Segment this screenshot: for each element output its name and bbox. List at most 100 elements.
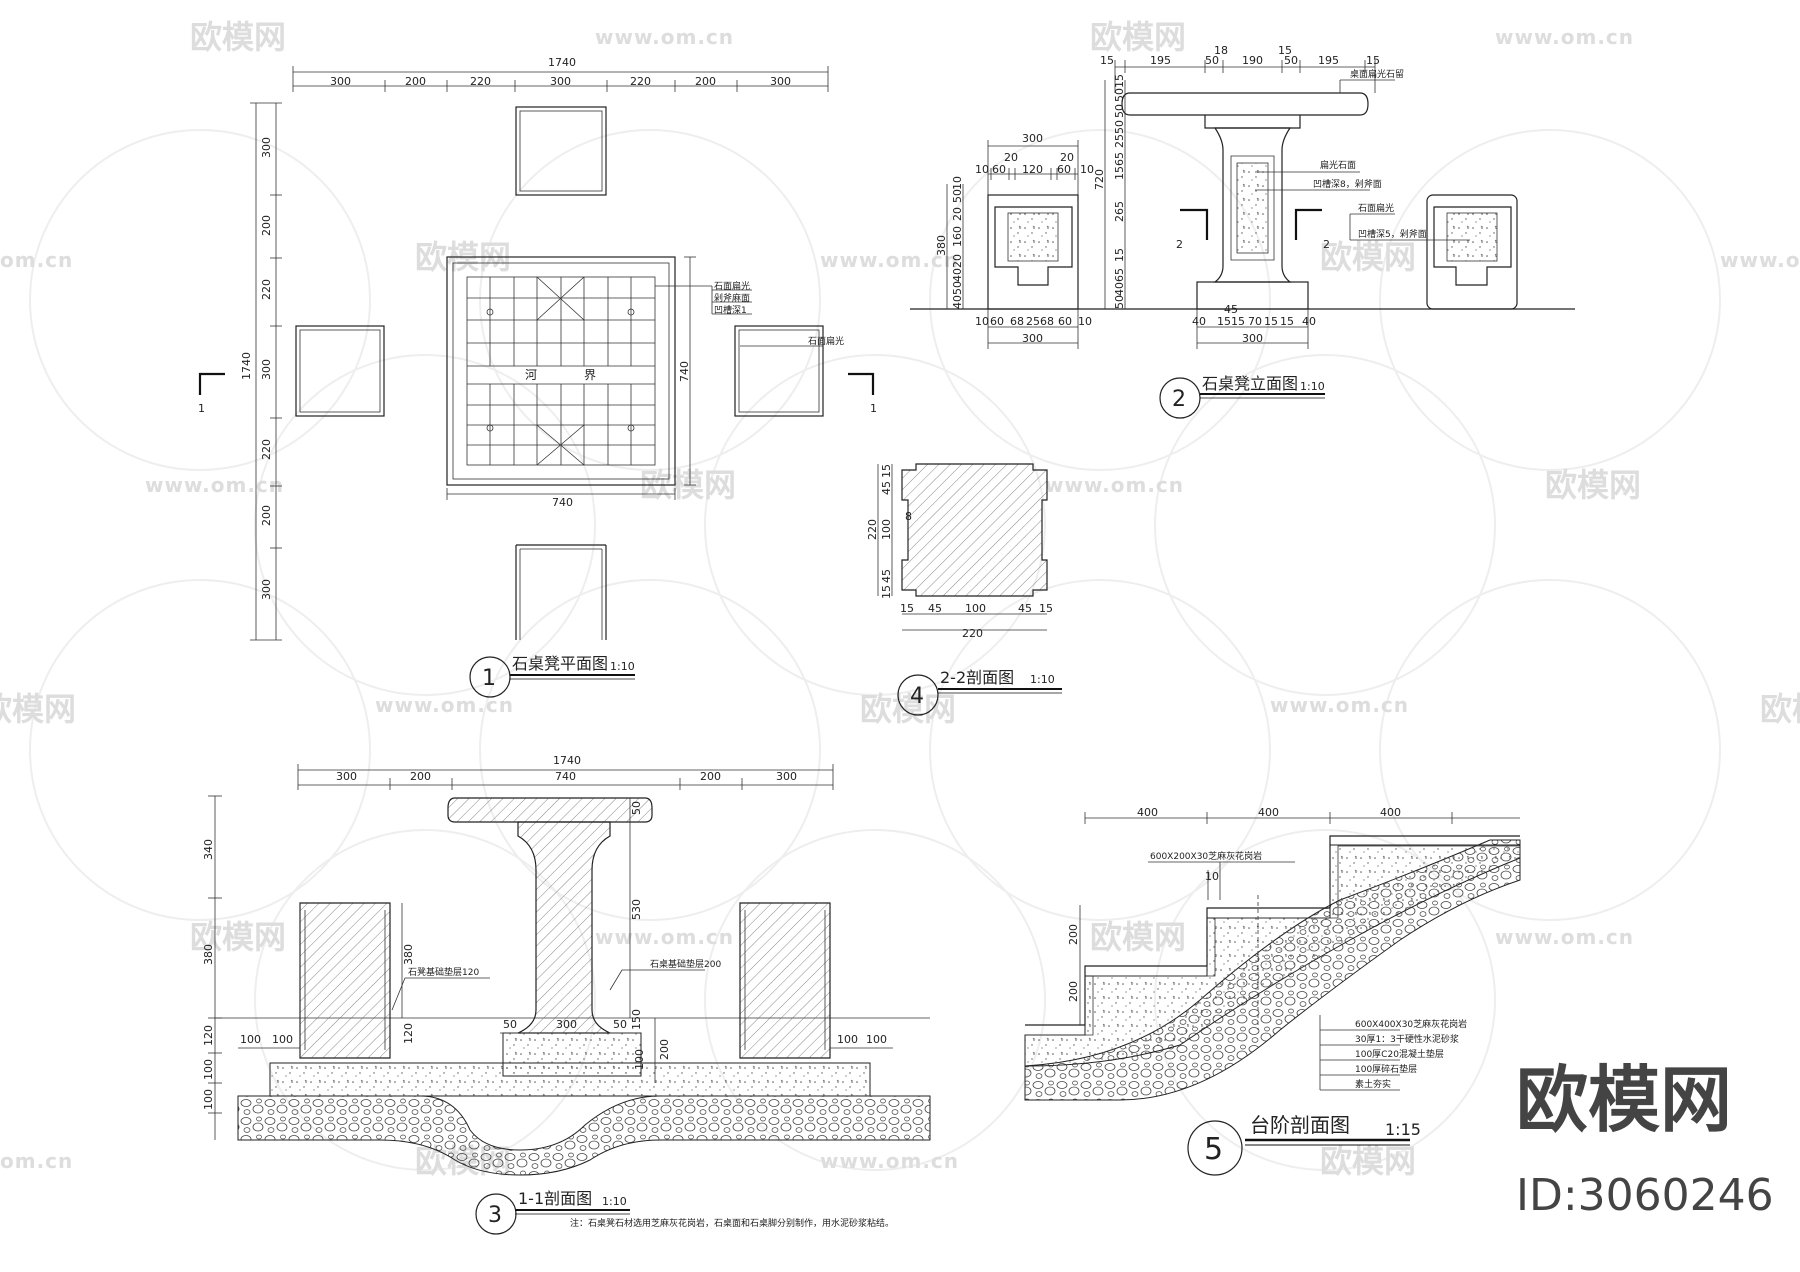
dim-label: 120 <box>202 1025 215 1046</box>
leader-label: 凹槽深8，剁斧面 <box>1313 178 1382 190</box>
river-label-left: 河 <box>525 368 537 382</box>
dim-label: 18 <box>1214 44 1228 57</box>
dim-label: 160 <box>951 226 964 247</box>
watermark-url: www.om.cn <box>820 1149 959 1173</box>
watermark-url: www.om.cn <box>595 925 734 949</box>
step-profile <box>1025 835 1520 1026</box>
dim-label: 40 <box>951 268 964 282</box>
dim-label: 120 <box>402 1023 415 1044</box>
view-number-circle <box>1187 1120 1243 1176</box>
layer-label: 600X400X30芝麻灰花岗岩 <box>1355 1018 1467 1030</box>
dim-label: 380 <box>402 944 415 965</box>
dim-label: 50 <box>613 1018 627 1031</box>
section-2-2-view: 220 15 45 100 45 15 8 15 45 100 45 15 22… <box>866 463 1062 716</box>
dim-label: 15 <box>1278 44 1292 57</box>
dim-label: 100 <box>272 1033 293 1046</box>
view-title-2: 2 石桌凳立面图 1:10 <box>1159 374 1325 419</box>
dim-label: 45 <box>1224 303 1238 316</box>
watermark-brand: 欧模网 <box>0 690 76 728</box>
view-number-circle <box>469 656 511 698</box>
dim-label: 10 <box>1078 315 1092 328</box>
watermark-url: www.om.cn <box>1495 925 1634 949</box>
dim-label: 15 <box>1366 54 1380 67</box>
watermark-brand: 欧模网 <box>1090 18 1186 56</box>
dim-label: 20 <box>951 254 964 268</box>
dim-label: 195 <box>1150 54 1171 67</box>
watermark-url: www.om.cn <box>1045 473 1184 497</box>
table-top <box>446 256 676 486</box>
dim-label: 15 <box>1264 315 1278 328</box>
dim-label: 300 <box>776 770 797 783</box>
view-title-4: 4 2-2剖面图 1:10 <box>897 668 1062 716</box>
leader-label: 桌面扁光石留 <box>1350 68 1404 80</box>
watermark-url-short: om.cn <box>0 1149 73 1173</box>
chessboard-grid <box>467 276 655 466</box>
view-number: 2 <box>1172 387 1186 412</box>
view-title-3: 3 1-1剖面图 1:10 <box>475 1189 630 1235</box>
river-label-right: 界 <box>584 368 596 382</box>
watermark-brand: 欧模网 <box>1090 918 1186 956</box>
leader-label: 600X200X30芝麻灰花岗岩 <box>1150 850 1262 862</box>
brand-block: 欧模网 ID:3060246 <box>1516 1058 1774 1221</box>
dim-label: 40 <box>1302 315 1316 328</box>
dim-label: 100 <box>866 1033 887 1046</box>
cut-mark-label: 2 <box>1176 238 1183 251</box>
dim-label: 15 <box>1039 602 1053 615</box>
dim-label: 15 <box>1231 315 1245 328</box>
table-top-elevation <box>1121 92 1369 116</box>
dim-label: 300 <box>1022 132 1043 145</box>
stool-height-dim: 380 <box>935 235 948 256</box>
dim-label: 300 <box>336 770 357 783</box>
stool-section-right <box>739 902 831 1059</box>
dim-label: 300 <box>770 75 791 88</box>
leader-label: 石桌基础垫层200 <box>650 958 721 970</box>
dim-label: 200 <box>1067 924 1080 945</box>
dim-label: 50 <box>1284 54 1298 67</box>
leader-label: 石面扁光 <box>1358 202 1394 214</box>
leader-label: 石面扁光 <box>808 335 844 347</box>
section-total-dim: 1740 <box>553 754 581 767</box>
dim-label: 400 <box>1258 806 1279 819</box>
dim-label: 50 <box>951 189 964 203</box>
stool-elevation-left <box>987 194 1079 310</box>
dim-label: 10 <box>1080 163 1094 176</box>
dim-label: 65 <box>1113 268 1126 282</box>
dim-label: 50 <box>630 801 643 815</box>
dim-label: 400 <box>1137 806 1158 819</box>
dim-label: 300 <box>1022 332 1043 345</box>
dim-label: 340 <box>202 839 215 860</box>
dim-label: 20 <box>1060 151 1074 164</box>
elevation-view: 300 20 20 10 60 120 60 10 10 60 68 25 68… <box>910 44 1575 419</box>
step-concrete <box>1024 844 1521 1067</box>
dim-label: 45 <box>928 602 942 615</box>
dim-label: 195 <box>1318 54 1339 67</box>
view-number: 3 <box>488 1203 502 1228</box>
dim-label: 45 <box>880 481 893 495</box>
view-scale: 1:15 <box>1385 1120 1421 1139</box>
dim-label: 100 <box>202 1089 215 1110</box>
dim-label: 50 <box>1113 120 1126 134</box>
view-scale: 1:10 <box>1300 380 1325 393</box>
dim-label: 200 <box>260 505 273 526</box>
section-1-1-view: 1740 300 200 740 200 300 340 380 120 100… <box>202 754 931 1235</box>
dim-label: 100 <box>837 1033 858 1046</box>
view-title: 2-2剖面图 <box>940 668 1014 687</box>
stool-right <box>734 325 824 417</box>
view-number: 1 <box>482 666 496 691</box>
dim-label: 100 <box>965 602 986 615</box>
dim-label: 15 <box>1217 315 1231 328</box>
dim-label: 45 <box>1018 602 1032 615</box>
dim-label: 100 <box>202 1059 215 1080</box>
dim-label: 50 <box>1113 104 1126 118</box>
watermark-url: www.om.cn <box>595 25 734 49</box>
section-cut-mark-right <box>1294 208 1322 240</box>
dim-label: 200 <box>405 75 426 88</box>
dim-label: 190 <box>1242 54 1263 67</box>
dim-label: 20 <box>951 207 964 221</box>
dim-label: 200 <box>700 770 721 783</box>
stool-bottom <box>515 544 607 640</box>
view-scale: 1:10 <box>610 660 635 673</box>
view-title: 台阶剖面图 <box>1250 1113 1350 1137</box>
dim-label: 68 <box>1010 315 1024 328</box>
